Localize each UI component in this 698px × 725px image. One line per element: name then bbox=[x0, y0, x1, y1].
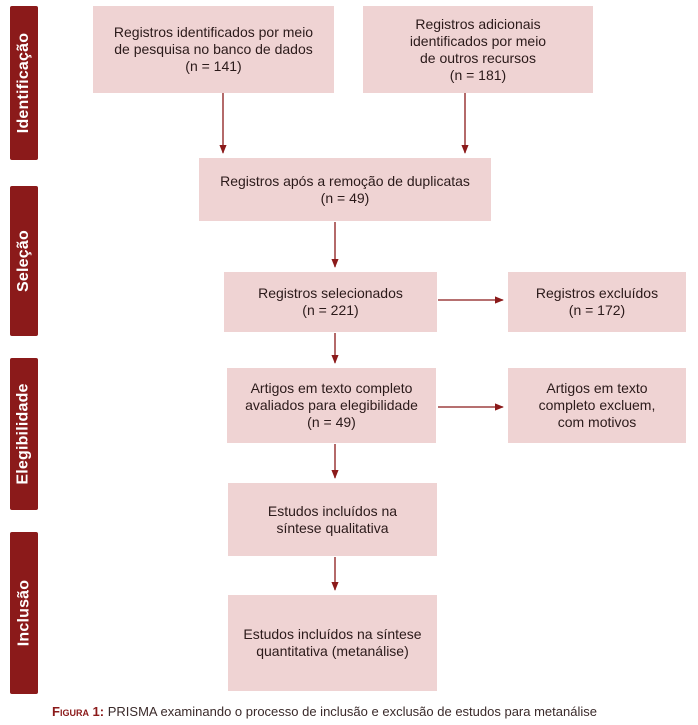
figure-caption-text: PRISMA examinando o processo de inclusão… bbox=[104, 704, 597, 719]
box-after-duplicates-line-1: Registros após a remoção de duplicatas bbox=[220, 172, 470, 189]
box-screened-line-1: Registros selecionados bbox=[258, 285, 403, 301]
box-qualitative: Estudos incluídos na síntese qualitativa bbox=[228, 483, 437, 556]
figure-caption-label: Figura 1: bbox=[52, 704, 105, 719]
stage-selecao: Seleção bbox=[10, 186, 38, 336]
stage-identificacao: Identificação bbox=[10, 6, 38, 160]
box-fulltext-assessed-line-1: Artigos em texto completo bbox=[250, 380, 413, 396]
box-qualitative-line-2: síntese qualitativa bbox=[276, 519, 389, 536]
box-after-duplicates-line-2: (n = 49) bbox=[320, 189, 370, 206]
box-other-sources-line-3: de outros recursos bbox=[420, 49, 536, 66]
figure-caption: Figura 1: PRISMA examinando o processo d… bbox=[52, 704, 597, 719]
box-db-search-line-3: (n = 141) bbox=[185, 58, 242, 74]
box-excluded-line-1: Registros excluídos bbox=[535, 285, 659, 301]
box-quantitative: Estudos incluídos na síntese quantitativ… bbox=[228, 595, 437, 691]
box-other-sources-line-4: (n = 181) bbox=[449, 66, 507, 83]
box-other-sources-line-2: identificados por meio bbox=[409, 32, 547, 49]
box-fulltext-excluded-line-3: com motivos bbox=[557, 414, 637, 430]
box-screened-line-2: (n = 221) bbox=[302, 302, 359, 318]
box-quantitative-line-2: quantitativa (metanálise) bbox=[256, 643, 409, 659]
box-quantitative-line-1: Estudos incluídos na síntese bbox=[243, 626, 422, 642]
box-fulltext-excluded-line-2: completo excluem, bbox=[538, 397, 656, 413]
box-excluded-line-2: (n = 172) bbox=[568, 302, 626, 318]
box-fulltext-assessed-line-2: avaliados para elegibilidade bbox=[245, 397, 418, 413]
box-fulltext-excluded-line-1: Artigos em texto bbox=[546, 380, 648, 396]
box-db-search-line-1: Registros identificados por meio bbox=[113, 24, 314, 40]
box-other-sources-line-1: Registros adicionais bbox=[415, 15, 541, 32]
box-other-sources: Registros adicionais identificados por m… bbox=[363, 6, 593, 93]
box-qualitative-line-1: Estudos incluídos na bbox=[267, 502, 398, 519]
box-fulltext-assessed-line-3: (n = 49) bbox=[307, 414, 356, 430]
box-screened: Registros selecionados (n = 221) bbox=[224, 272, 437, 332]
box-db-search-line-2: de pesquisa no banco de dados bbox=[114, 41, 313, 57]
box-fulltext-assessed: Artigos em texto completo avaliados para… bbox=[227, 368, 436, 443]
box-excluded: Registros excluídos (n = 172) bbox=[508, 272, 686, 332]
stage-inclusao: Inclusão bbox=[10, 532, 38, 694]
box-after-duplicates: Registros após a remoção de duplicatas (… bbox=[199, 158, 491, 221]
box-db-search: Registros identificados por meio de pesq… bbox=[93, 6, 334, 93]
stage-elegibilidade: Elegibilidade bbox=[10, 358, 38, 510]
box-fulltext-excluded: Artigos em texto completo excluem, com m… bbox=[508, 368, 686, 443]
